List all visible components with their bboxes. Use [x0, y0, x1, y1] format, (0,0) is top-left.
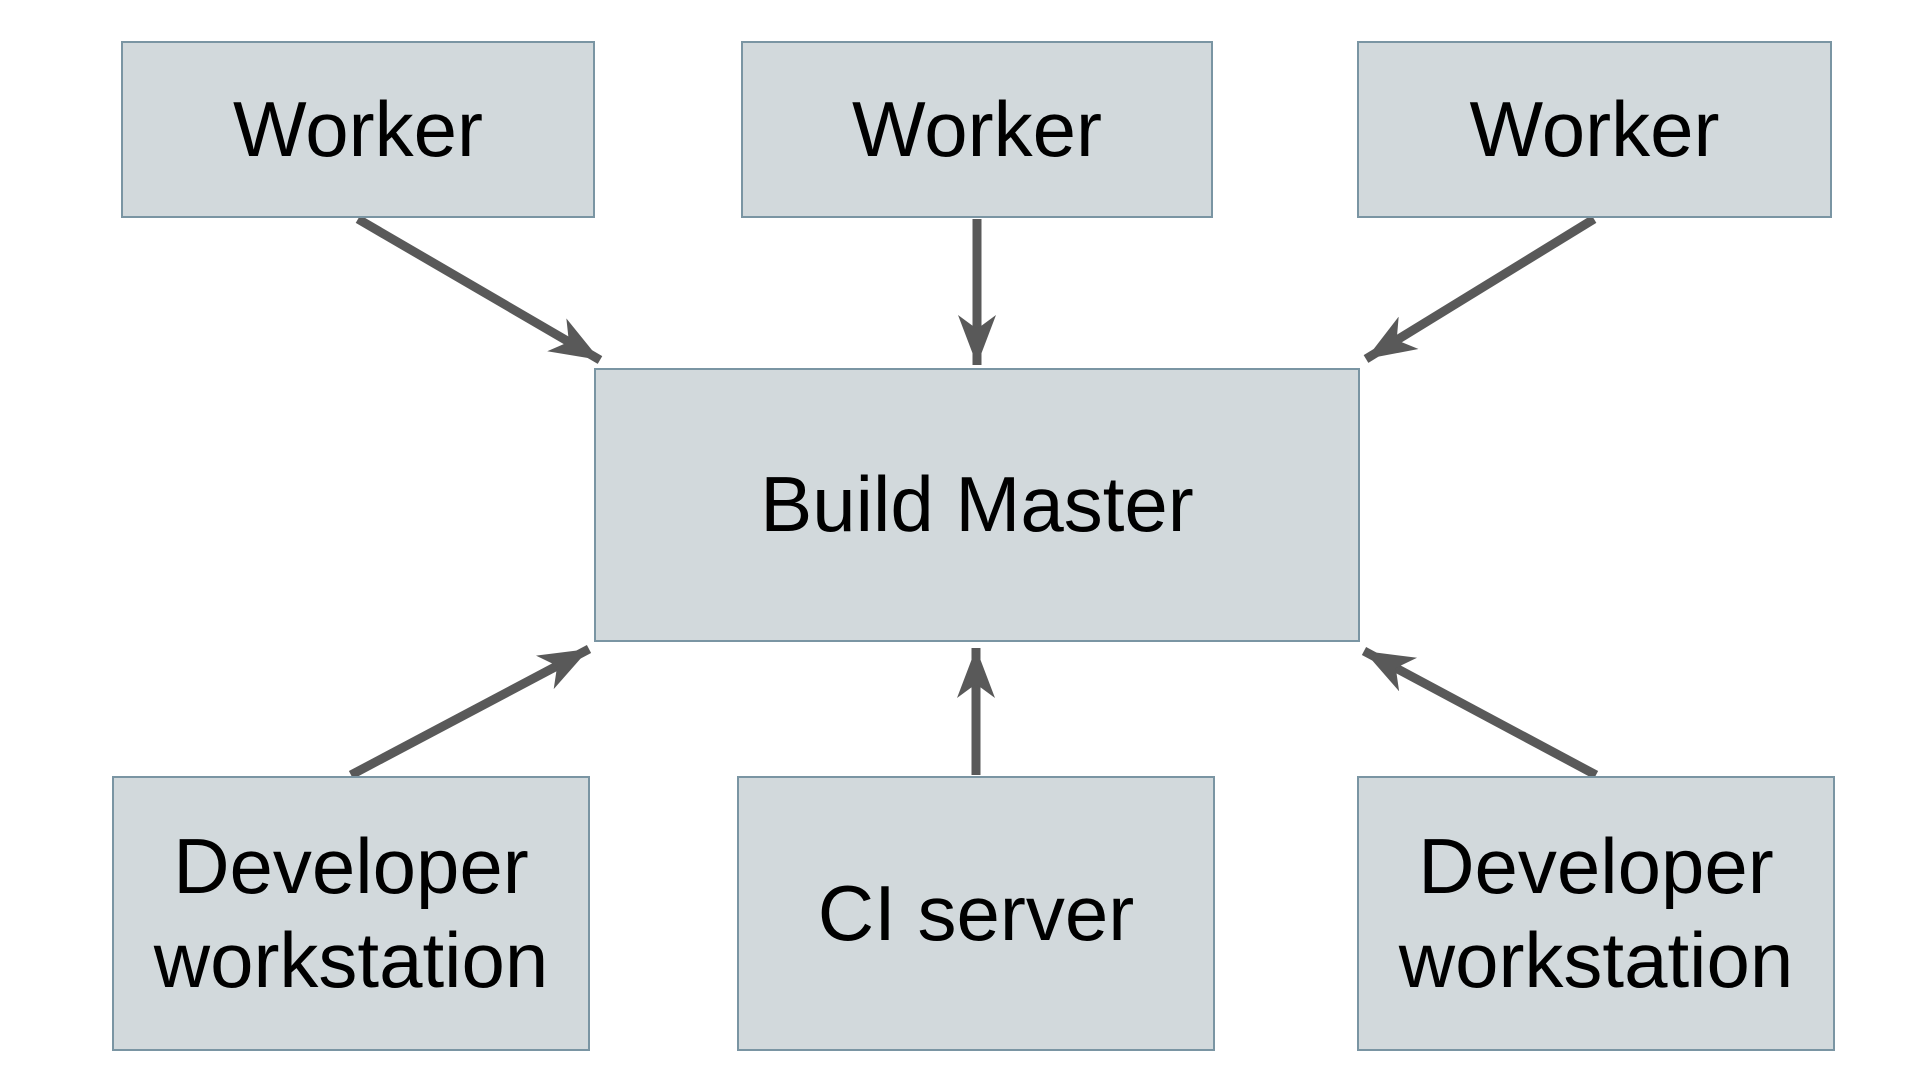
node-developer-workstation-1: Developer workstation [112, 776, 590, 1051]
arrow-worker3-to-build-master [1363, 215, 1597, 363]
arrow-dev-workstation1-to-build-master [348, 645, 592, 779]
node-worker-1-label: Worker [233, 84, 483, 173]
node-build-master: Build Master [594, 368, 1360, 642]
node-developer-workstation-2: Developer workstation [1357, 776, 1835, 1051]
node-developer-workstation-1-label: Developer workstation [153, 821, 549, 1004]
node-worker-2-label: Worker [852, 84, 1102, 173]
node-worker-2: Worker [741, 41, 1213, 218]
node-worker-3: Worker [1357, 41, 1832, 218]
node-worker-1: Worker [121, 41, 595, 218]
node-worker-3-label: Worker [1469, 84, 1720, 173]
arrow-dev-workstation2-to-build-master [1361, 647, 1599, 779]
node-ci-server: CI server [737, 776, 1215, 1051]
node-build-master-label: Build Master [760, 460, 1194, 549]
node-ci-server-label: CI server [817, 868, 1135, 957]
arrow-worker1-to-build-master [355, 215, 603, 364]
node-developer-workstation-2-label: Developer workstation [1398, 821, 1794, 1004]
